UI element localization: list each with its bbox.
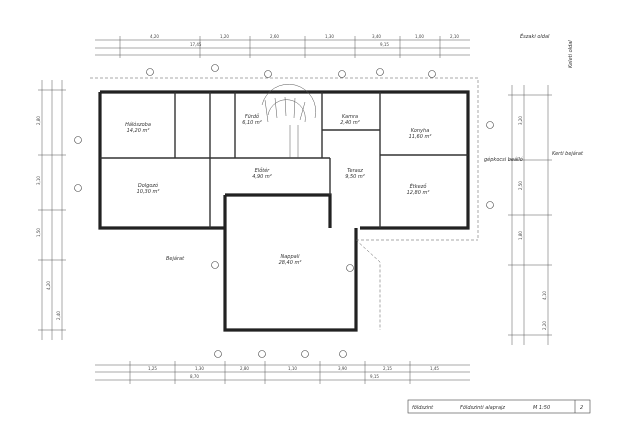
entrance-label: Bejárat xyxy=(166,255,185,262)
bottom-dim-3: 2,80 xyxy=(240,366,249,371)
bottom-total-2: 9,15 xyxy=(370,374,379,379)
left-dimension-chains: 2,80 3,10 1,50 4,20 2,40 xyxy=(36,80,66,340)
room-name-study: Dolgozó xyxy=(138,182,158,189)
room-area-hall: 4,90 m² xyxy=(252,174,272,180)
right-dim-2: 2,50 xyxy=(518,181,523,190)
top-dimension-chains: 4,20 1,20 2,60 1,30 3,40 1,00 2,10 17,45… xyxy=(95,34,470,58)
room-name-hall: Előtér xyxy=(255,167,271,174)
bottom-dim-1: 1,25 xyxy=(148,366,157,371)
room-name-kitchen: Konyha xyxy=(411,128,430,134)
room-name-terrace: Terasz xyxy=(347,168,363,174)
top-total-1: 17,45 xyxy=(190,42,202,47)
room-area-study: 10,30 m² xyxy=(137,189,160,195)
right-dimension-chains: 3,20 2,50 1,80 4,10 2,20 xyxy=(508,85,552,345)
left-dim-2: 3,10 xyxy=(36,176,41,185)
right-dim-4: 4,10 xyxy=(542,291,547,300)
room-area-dining: 12,80 m² xyxy=(407,190,430,196)
left-dim-1: 2,80 xyxy=(36,116,41,125)
right-dim-1: 3,20 xyxy=(518,116,523,125)
title-sheet-number: 2 xyxy=(580,405,583,411)
bottom-dimension-chains: 1,25 1,30 2,80 1,10 3,90 2,15 1,45 8,70 … xyxy=(95,361,470,384)
title-scale: M 1:50 xyxy=(533,405,550,411)
room-area-pantry: 2,40 m² xyxy=(340,120,360,126)
room-area-living: 28,40 m² xyxy=(279,260,302,266)
right-annotation: Kerti bejárat xyxy=(552,150,584,157)
room-area-kitchen: 11,60 m² xyxy=(409,134,432,140)
staircase xyxy=(261,84,316,158)
left-dim-5: 2,40 xyxy=(56,311,61,320)
room-area-bedroom: 14,20 m² xyxy=(127,128,150,134)
right-dim-3: 1,80 xyxy=(518,231,523,240)
top-total-2: 9,15 xyxy=(380,42,389,47)
top-dim-3: 2,60 xyxy=(270,34,279,39)
right-dim-5: 2,20 xyxy=(542,321,547,330)
room-name-living: Nappali xyxy=(281,254,301,260)
grid-axis-markers xyxy=(74,64,494,358)
top-dim-4: 1,30 xyxy=(325,34,334,39)
left-dim-4: 4,20 xyxy=(46,281,51,290)
top-dim-7: 2,10 xyxy=(450,34,459,39)
title-main: Földszinti alaprajz xyxy=(460,405,505,411)
room-area-bath: 6,10 m² xyxy=(242,120,262,126)
room-name-dining: Étkező xyxy=(410,182,428,190)
building-walls xyxy=(90,77,479,332)
top-dim-5: 3,40 xyxy=(372,34,381,39)
bottom-dim-5: 3,90 xyxy=(338,366,347,371)
bottom-dim-4: 1,10 xyxy=(288,366,297,371)
room-name-bath: Fürdő xyxy=(245,114,260,120)
title-block: földszint Földszinti alaprajz M 1:50 2 xyxy=(407,399,591,414)
room-area-terrace: 9,50 m² xyxy=(345,174,365,180)
room-name-bedroom: Hálószoba xyxy=(125,121,151,128)
top-dim-6: 1,00 xyxy=(415,34,424,39)
bottom-total-1: 8,70 xyxy=(190,374,199,379)
top-dim-2: 1,20 xyxy=(220,34,229,39)
bottom-dim-6: 2,15 xyxy=(383,366,392,371)
room-labels: Hálószoba 14,20 m² Dolgozó 10,30 m² Fürd… xyxy=(125,114,431,266)
bottom-dim-7: 1,45 xyxy=(430,366,439,371)
bottom-dim-2: 1,30 xyxy=(195,366,204,371)
top-dim-1: 4,20 xyxy=(150,34,159,39)
right-vertical-note: Keleti oldal xyxy=(568,40,574,68)
title-left: földszint xyxy=(412,405,434,411)
east-annotation: gépkocsi beálló xyxy=(484,156,523,163)
top-right-note: Északi oldal xyxy=(520,32,550,40)
room-name-pantry: Kamra xyxy=(342,114,358,120)
left-dim-3: 1,50 xyxy=(36,228,41,237)
